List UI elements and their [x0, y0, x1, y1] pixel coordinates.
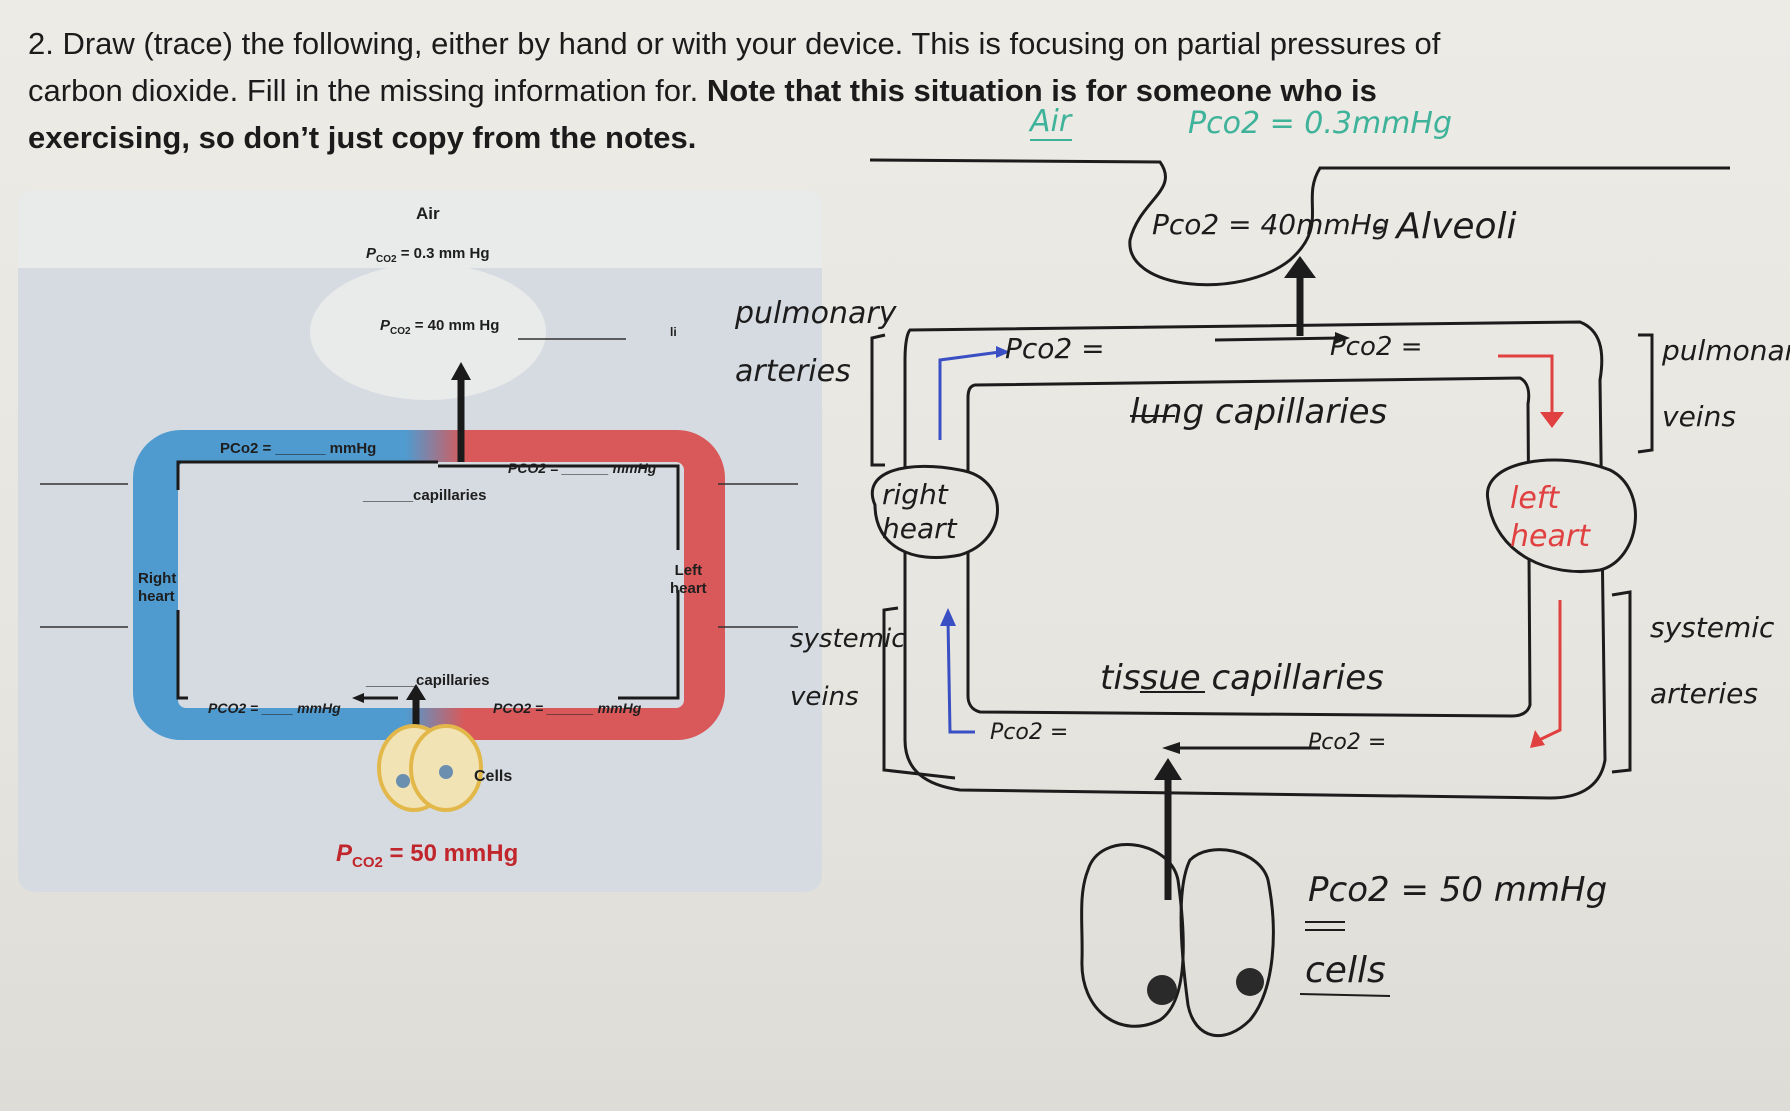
hand-air-pco2: Pco2 = 0.3mmHg [1188, 106, 1452, 141]
hand-systemic-veins: systemic veins [790, 624, 906, 712]
air-region [18, 190, 822, 268]
question-line-2-bold: Note that this situation is for someone … [706, 73, 1377, 108]
hand-right-heart: right heart [882, 478, 957, 545]
alveolus-shape [310, 264, 546, 400]
hand-cells-pco2: Pco2 = 50 mmHg [1308, 870, 1608, 910]
fig-systemic-artery-pco2: PCO2 = ______ mmHg [493, 700, 642, 716]
hand-tissue-capillaries: tissue capillaries [1100, 658, 1384, 698]
hand-sa-pco2: Pco2 = [1308, 730, 1387, 755]
hand-air: Air [1030, 104, 1072, 139]
hand-left-heart: left heart [1510, 481, 1590, 554]
question-line-1: 2. Draw (trace) the following, either by… [28, 26, 1441, 61]
hand-alveoli-pco2: Pco2 = 40mmHg [1152, 208, 1390, 241]
vessel-loop-inner [178, 462, 684, 708]
question-line-3: exercising, so don’t just copy from the … [28, 114, 1628, 161]
hand-cells: cells [1305, 950, 1386, 991]
fig-left-heart: Left heart [670, 562, 707, 597]
question-line-3-bold: exercising, so don’t just copy from the … [28, 120, 697, 155]
fig-air-pco2: PCO2 = 0.3 mm Hg [366, 245, 490, 265]
fig-systemic-vein-pco2: PCO2 = ____ mmHg [208, 700, 341, 716]
fig-right-heart: Right heart [138, 570, 177, 605]
fig-alveoli-pco2: PCO2 = 40 mm Hg [380, 317, 500, 337]
figure-diagram [40, 264, 798, 812]
fig-air-label: Air [416, 204, 440, 223]
fig-cells-label: Cells [474, 768, 513, 785]
hand-pa-pco2: Pco2 = [1005, 332, 1105, 365]
question-line-2: carbon dioxide. Fill in the missing info… [28, 67, 1628, 114]
hand-lung-capillaries: lung capillaries [1130, 392, 1388, 432]
hand-pulmonary-arteries: pulmonary arteries [735, 296, 897, 389]
hand-pv-pco2: Pco2 = [1330, 332, 1423, 362]
fig-lung-capillaries: ______capillaries [363, 487, 487, 504]
hand-sv-pco2: Pco2 = [990, 720, 1069, 745]
fig-tissue-capillaries: ______capillaries [366, 672, 490, 689]
textbook-figure: Air PCO2 = 0.3 mm Hg PCO2 = 40 mm Hg li … [18, 190, 822, 892]
fig-pulmonary-vein-pco2: PCO2 = ______ mmHg [508, 460, 657, 476]
fig-alveoli-blank: li [670, 325, 677, 339]
hand-pulmonary-veins: pulmonar veins [1662, 334, 1790, 433]
fig-cells-pco2: PCO2 = 50 mmHg [336, 840, 519, 871]
fig-pulmonary-artery-pco2: PCo2 = ______ mmHg [220, 440, 377, 457]
hand-systemic-arteries: systemic arteries [1650, 611, 1775, 710]
question-text: 2. Draw (trace) the following, either by… [28, 20, 1628, 161]
question-line-2-normal: carbon dioxide. Fill in the missing info… [28, 73, 707, 108]
hand-alveoli: - Alveoli [1372, 206, 1517, 247]
